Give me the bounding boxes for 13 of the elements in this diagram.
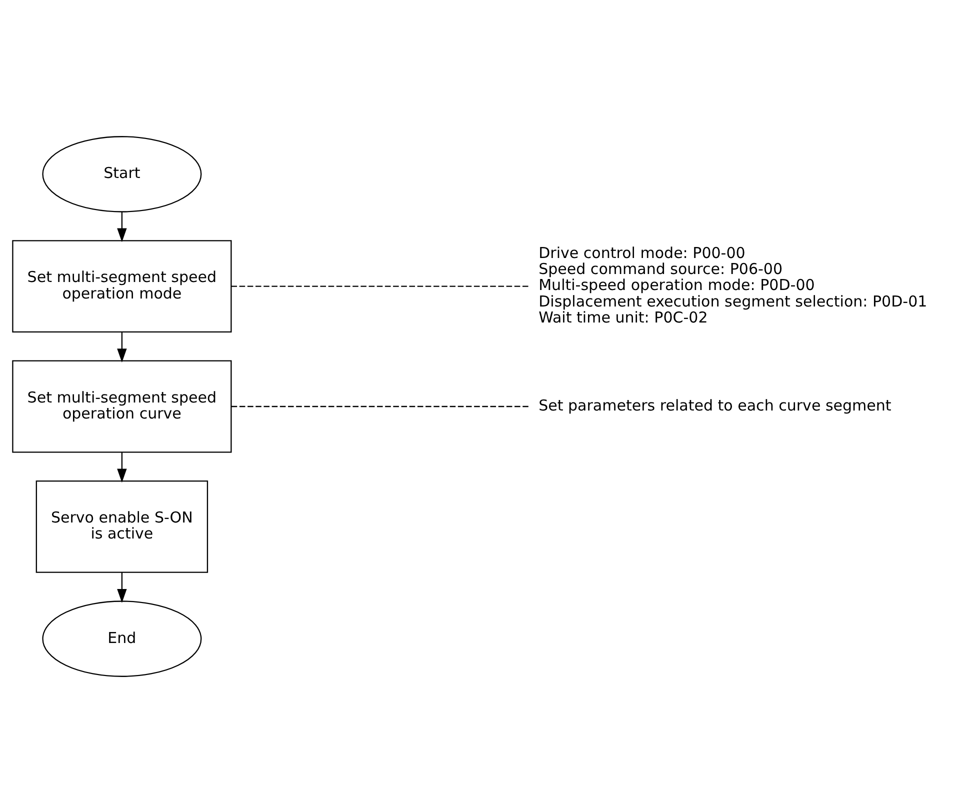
- node-box: Set multi-segment speed operation mode: [12, 240, 232, 332]
- arrow: [117, 452, 127, 482]
- node-text: Drive control mode: P00-00 Speed command source: P06-00 Multi-speed operation mode: P0D-00 Displacement execution segment selection: P0D-01 Wait time unit: P0C-02: [538, 243, 928, 326]
- node-box: Set multi-segment speed operation curve: [12, 360, 232, 452]
- node-ellipse: End: [42, 600, 202, 676]
- connector: [231, 405, 530, 407]
- arrow: [117, 211, 127, 242]
- arrow: [117, 572, 127, 602]
- node-box: Servo enable S-ON is active: [36, 480, 208, 572]
- arrow: [117, 332, 127, 362]
- connector: [231, 285, 529, 286]
- node-ellipse: Start: [42, 136, 202, 212]
- node-text: Set parameters related to each curve segment: [538, 396, 892, 414]
